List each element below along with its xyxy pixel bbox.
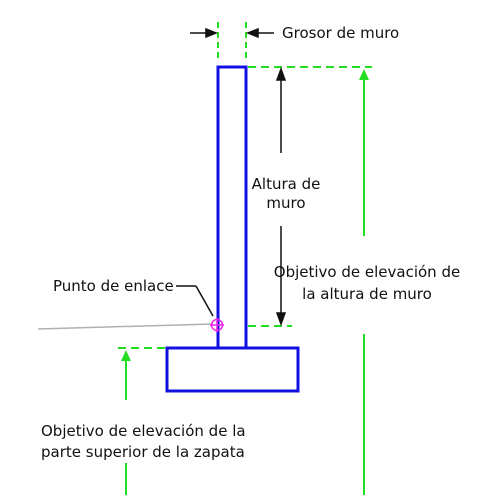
wall-stem <box>216 65 248 350</box>
footing-top-target-label-line2: parte superior de la zapata <box>41 443 245 461</box>
attachment-leader-diagonal <box>195 285 214 317</box>
height-arrow-lower-head <box>275 312 287 327</box>
ground-line <box>37 323 214 330</box>
wall-height-label-line1: Altura de <box>252 175 321 193</box>
wall-height-label-line2: muro <box>266 194 305 212</box>
attachment-point-label: Punto de enlace <box>53 277 174 295</box>
dimension-lines <box>118 22 372 495</box>
thickness-arrow-left-head <box>205 27 219 39</box>
wall-top-target-arrowhead <box>359 69 369 80</box>
thickness-arrow-right-head <box>245 27 259 39</box>
wall-top-target-label-line1: Objetivo de elevación de <box>274 263 460 281</box>
green-arrowheads <box>121 69 369 361</box>
height-arrow-upper-head <box>275 66 287 81</box>
wall-thickness-label: Grosor de muro <box>282 24 399 42</box>
black-dimension-arrows <box>176 27 287 327</box>
attachment-point-marker <box>210 318 224 332</box>
footing <box>165 346 300 393</box>
footing-top-target-arrowhead <box>121 350 131 361</box>
wall-top-target-label-line2: la altura de muro <box>302 285 432 303</box>
footing-top-target-label-line1: Objetivo de elevación de la <box>41 422 246 440</box>
